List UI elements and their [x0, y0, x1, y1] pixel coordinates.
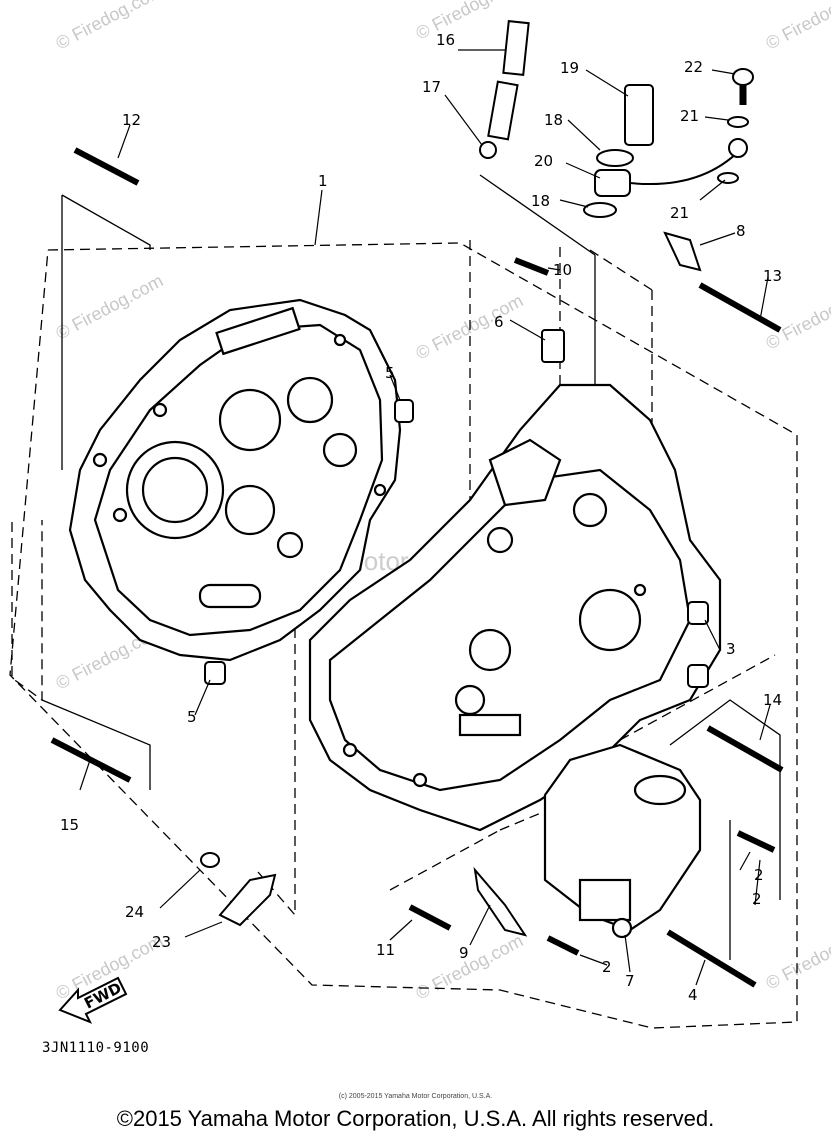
watermark: © Firedog.com: [52, 270, 166, 343]
callout-23: 23: [152, 933, 171, 951]
callout-21: 21: [670, 204, 689, 222]
callout-2: 2: [752, 890, 762, 908]
callout-2: 2: [754, 866, 764, 884]
callouts: 1 2 2 2 3 4 5 5 6 8 9 10 11 12 13 14 15 …: [60, 31, 782, 1004]
watermark: © Firedog.com: [762, 0, 831, 54]
callout-1: 1: [318, 172, 328, 190]
callout-15: 15: [60, 816, 79, 834]
callout-6: 6: [494, 313, 504, 331]
callout-5: 5: [385, 364, 395, 382]
watermark: © Firedog.com: [762, 280, 831, 353]
callout-9: 9: [459, 944, 469, 962]
callout-17: 17: [422, 78, 441, 96]
callout-8: 8: [736, 222, 746, 240]
crankcase-cover: [543, 743, 702, 939]
small-parts: [204, 19, 749, 937]
callout-13: 13: [763, 267, 782, 285]
callout-16: 16: [436, 31, 455, 49]
small-copyright: (c) 2005-2015 Yamaha Motor Corporation, …: [338, 1093, 493, 1100]
left-crankcase: [68, 298, 402, 662]
bolts: [50, 68, 784, 988]
watermark: © Firedog.com: [52, 0, 166, 54]
right-crankcase: [308, 383, 722, 832]
catalog-code: 3JN1110-9100: [42, 1040, 150, 1056]
callout-22: 22: [684, 58, 703, 76]
callout-18: 18: [544, 111, 563, 129]
copyright-footer: ©2015 Yamaha Motor Corporation, U.S.A. A…: [116, 1106, 715, 1131]
callout-20: 20: [534, 152, 553, 170]
watermark: © Firedog.com: [412, 930, 526, 1003]
callout-24: 24: [125, 903, 144, 921]
callout-14: 14: [763, 691, 782, 709]
callout-19: 19: [560, 59, 579, 77]
callout-2: 2: [602, 958, 612, 976]
callout-3: 3: [726, 640, 736, 658]
callout-12: 12: [122, 111, 141, 129]
callout-21: 21: [680, 107, 699, 125]
callout-5: 5: [187, 708, 197, 726]
callout-10: 10: [553, 261, 572, 279]
leader-lines: [79, 49, 771, 986]
callout-4: 4: [688, 986, 698, 1004]
callout-7: 7: [625, 972, 635, 990]
callout-11: 11: [376, 941, 395, 959]
callout-18: 18: [531, 192, 550, 210]
